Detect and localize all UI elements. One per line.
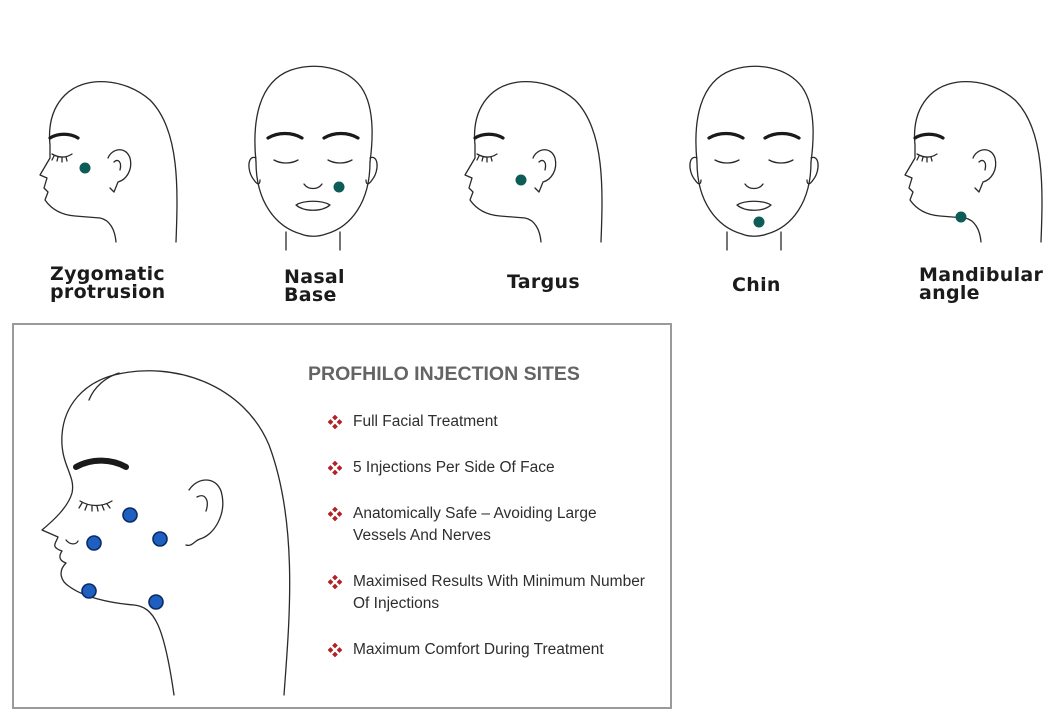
injection-marker — [333, 181, 345, 193]
injection-markers — [81, 507, 168, 610]
injection-marker — [753, 216, 765, 228]
site-label: Zygomatic protrusion — [50, 263, 166, 303]
list-item: Anatomically Safe – Avoiding Large Vesse… — [328, 503, 633, 547]
bullet-text: Maximised Results With Minimum Number Of… — [353, 573, 645, 612]
face-mandibular-angle: Mandibular angle — [895, 70, 1045, 303]
face-profile-icon — [464, 80, 603, 243]
four-petal-diamond-icon — [328, 415, 342, 429]
site-label: Targus — [507, 271, 580, 293]
bullet-text: Maximum Comfort During Treatment — [353, 641, 604, 658]
four-petal-diamond-icon — [328, 575, 342, 589]
bullet-text: Anatomically Safe – Avoiding Large Vesse… — [353, 505, 597, 544]
list-item: Maximised Results With Minimum Number Of… — [328, 571, 653, 615]
face-profile-icon — [904, 80, 1043, 243]
list-item: Full Facial Treatment — [328, 411, 658, 433]
injection-marker — [515, 174, 527, 186]
injection-marker — [148, 594, 164, 610]
panel-head-illustration — [14, 325, 314, 707]
face-front-icon — [248, 65, 378, 251]
injection-marker — [86, 535, 102, 551]
face-targus: Targus — [455, 70, 605, 292]
face-chin: Chin — [687, 62, 822, 295]
bullet-text: Full Facial Treatment — [353, 413, 498, 430]
four-petal-diamond-icon — [328, 507, 342, 521]
injection-marker — [79, 162, 91, 174]
four-petal-diamond-icon — [328, 461, 342, 475]
injection-sites-panel: PROFHILO INJECTION SITES Full Facial Tre… — [12, 323, 672, 709]
face-profile-icon — [39, 80, 178, 243]
injection-marker — [955, 211, 967, 223]
injection-marker — [81, 583, 97, 599]
list-item: Maximum Comfort During Treatment — [328, 639, 658, 661]
benefit-list: Full Facial Treatment 5 Injections Per S… — [328, 411, 658, 661]
list-item: 5 Injections Per Side Of Face — [328, 457, 658, 479]
four-petal-diamond-icon — [328, 643, 342, 657]
site-label: Mandibular angle — [919, 264, 1044, 304]
site-label: Nasal Base — [284, 266, 345, 306]
bullet-text: 5 Injections Per Side Of Face — [353, 459, 555, 476]
head-profile-icon — [41, 370, 291, 696]
face-front-icon — [689, 65, 819, 251]
injection-site-row: Zygomatic protrusion Nasal Base — [0, 0, 1062, 320]
face-nasal-base: Nasal Base — [246, 62, 381, 305]
injection-marker — [122, 507, 138, 523]
site-label: Chin — [732, 274, 781, 296]
injection-marker — [152, 531, 168, 547]
panel-title: PROFHILO INJECTION SITES — [308, 363, 580, 385]
face-zygomatic: Zygomatic protrusion — [30, 70, 180, 302]
